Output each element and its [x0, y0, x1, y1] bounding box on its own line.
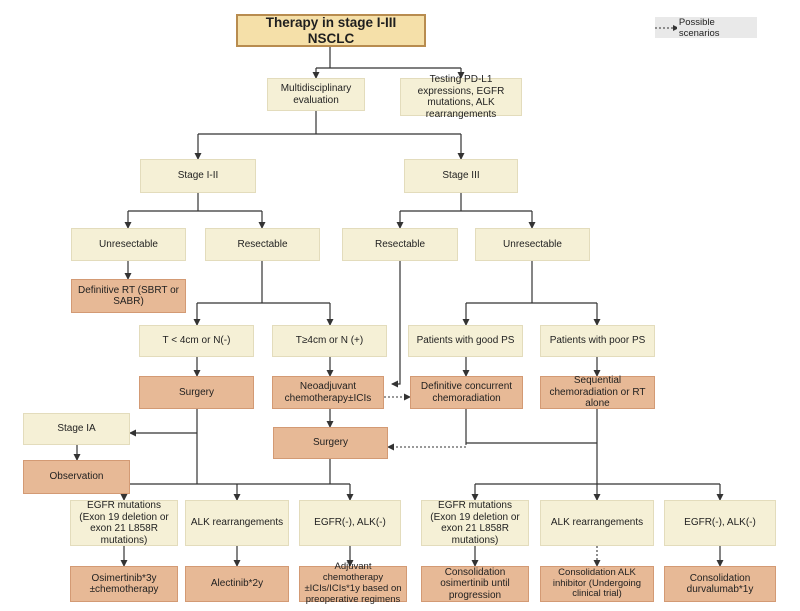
node-t-large: T≥4cm or N (+)	[272, 325, 387, 357]
node-alk-rearrangements-left: ALK rearrangements	[185, 500, 289, 546]
node-osimertinib: Osimertinib*3y ±chemotherapy	[70, 566, 178, 602]
node-unresectable-iii: Unresectable	[475, 228, 590, 261]
edge-dotted-defcrt-surgery2	[387, 443, 467, 451]
edge-defcrt-down	[465, 409, 597, 444]
node-alk-rearrangements-right: ALK rearrangements	[540, 500, 654, 546]
node-definitive-concurrent: Definitive concurrent chemoradiation	[410, 376, 523, 409]
node-definitive-rt: Definitive RT (SBRT or SABR)	[71, 279, 186, 313]
node-egfr-mutations-right: EGFR mutations (Exon 19 deletion or exon…	[421, 500, 529, 546]
node-resectable-iii: Resectable	[342, 228, 458, 261]
node-poor-ps: Patients with poor PS	[540, 325, 655, 357]
node-testing: Testing PD-L1 expressions, EGFR mutation…	[400, 74, 522, 120]
node-egfr-alk-negative-right: EGFR(-), ALK(-)	[664, 500, 776, 546]
page-title: Therapy in stage I-III NSCLC	[236, 14, 426, 47]
node-egfr-alk-negative-left: EGFR(-), ALK(-)	[299, 500, 401, 546]
node-unresectable-i-ii: Unresectable	[71, 228, 186, 261]
node-multidisciplinary-evaluation: Multidisciplinary evaluation	[267, 78, 365, 111]
node-stage-ia: Stage IA	[23, 413, 130, 445]
node-consolidation-durvalumab: Consolidation durvalumab*1y	[664, 566, 776, 602]
node-egfr-mutations-left: EGFR mutations (Exon 19 deletion or exon…	[70, 500, 178, 546]
edge-res3-defcrt	[391, 261, 401, 388]
node-surgery-2: Surgery	[273, 427, 388, 459]
legend-label: Possible scenarios	[678, 16, 720, 39]
dotted-arrow-icon	[655, 24, 677, 31]
node-stage-i-ii: Stage I-II	[140, 159, 256, 193]
node-resectable-i-ii: Resectable	[205, 228, 320, 261]
node-consolidation-alk: Consolidation ALK inhibitor (Undergoing …	[540, 566, 654, 602]
node-alectinib: Alectinib*2y	[185, 566, 289, 602]
node-t-small: T < 4cm or N(-)	[139, 325, 254, 357]
node-sequential: Sequential chemoradiation or RT alone	[540, 375, 655, 409]
node-surgery-1: Surgery	[139, 376, 254, 409]
node-observation: Observation	[23, 460, 130, 494]
node-consolidation-osimertinib: Consolidation osimertinib until progress…	[421, 566, 529, 602]
node-good-ps: Patients with good PS	[408, 325, 523, 357]
node-stage-iii: Stage III	[404, 159, 518, 193]
node-adjuvant-chemotherapy: Adjuvant chemotherapy ±ICIs/ICIs*1y base…	[299, 561, 407, 605]
legend: Possible scenarios	[655, 16, 757, 39]
node-neoadjuvant: Neoadjuvant chemotherapy±ICIs	[272, 376, 384, 409]
